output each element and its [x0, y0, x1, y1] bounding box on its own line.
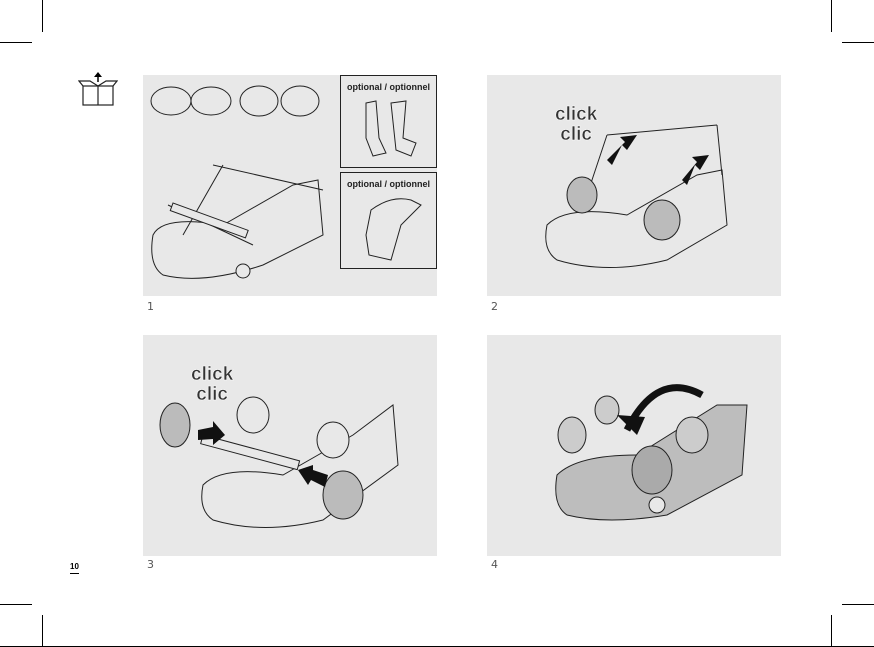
optional-adapters-box: optional / optionnel	[340, 75, 437, 168]
unbox-icon	[78, 72, 118, 106]
step-number: 4	[491, 558, 498, 571]
optional-footmuff-box: optional / optionnel	[340, 172, 437, 269]
front-wheels-attach-drawing	[159, 396, 399, 528]
step-4-illustration	[487, 335, 781, 556]
footmuff-drawing	[365, 198, 422, 261]
crop-mark	[42, 0, 43, 32]
step-1-illustration: optional / optionnel optional / optionne…	[143, 75, 437, 296]
crop-mark	[42, 615, 43, 647]
crop-mark	[0, 604, 32, 605]
crop-mark	[0, 42, 32, 43]
step-number: 2	[491, 300, 498, 313]
optional-label: optional / optionnel	[347, 179, 430, 189]
crop-mark	[831, 0, 832, 32]
rear-wheels-attach-drawing	[545, 124, 728, 268]
crop-mark	[831, 615, 832, 647]
crop-mark	[842, 604, 874, 605]
step-number: 3	[147, 558, 154, 571]
optional-label: optional / optionnel	[347, 82, 430, 92]
fold-seat-drawing	[555, 384, 748, 521]
page-number: 10	[70, 562, 79, 574]
car-seat-adapters-drawing	[365, 100, 417, 157]
stroller-folded-drawing	[150, 85, 324, 279]
crop-mark	[842, 42, 874, 43]
step-number: 1	[147, 300, 154, 313]
